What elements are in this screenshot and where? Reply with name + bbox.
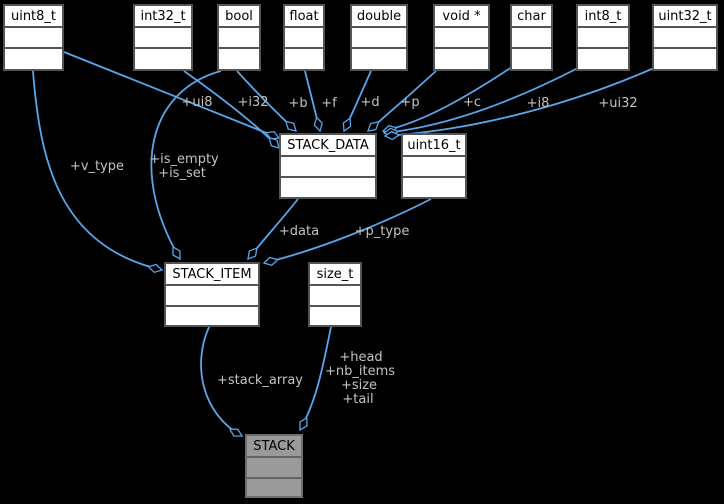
attributes-compartment	[578, 28, 628, 49]
class-node-float[interactable]: float	[283, 4, 325, 71]
edge-stack-fields	[299, 326, 332, 430]
attributes-compartment	[403, 157, 465, 178]
attributes-compartment	[281, 157, 375, 178]
class-title: STACK_ITEM	[166, 264, 258, 286]
methods-compartment	[435, 49, 488, 69]
class-node-uint8-t[interactable]: uint8_t	[3, 4, 64, 71]
methods-compartment	[219, 49, 259, 69]
edge-label-tail: +tail	[342, 392, 373, 407]
edge-data	[248, 198, 299, 259]
class-title: void *	[435, 6, 488, 28]
methods-compartment	[247, 479, 301, 496]
attributes-compartment	[310, 286, 360, 307]
edge-label-v-type: +v_type	[70, 159, 124, 174]
edge-label-nb-items: +nb_items	[325, 364, 395, 379]
edge-label-ui32: +ui32	[598, 96, 637, 111]
edge-p	[368, 70, 437, 131]
class-title: char	[512, 6, 551, 28]
methods-compartment	[281, 178, 375, 197]
edge-label-p-type: +p_type	[355, 224, 410, 239]
methods-compartment	[512, 49, 551, 69]
class-node-double[interactable]: double	[350, 4, 408, 71]
edge-d	[344, 70, 372, 131]
methods-compartment	[403, 178, 465, 197]
edge-label-f: +f	[321, 96, 337, 111]
attributes-compartment	[166, 286, 258, 307]
edge-b	[236, 70, 296, 131]
edge-label-i8: +i8	[527, 96, 550, 111]
class-node-stack-highlighted[interactable]: STACK	[245, 434, 303, 498]
edge-is-empty	[150, 70, 222, 259]
class-node-int8-t[interactable]: int8_t	[576, 4, 630, 71]
edge-label-data: +data	[279, 224, 319, 239]
methods-compartment	[654, 49, 716, 69]
methods-compartment	[578, 49, 628, 69]
class-title: float	[285, 6, 323, 28]
class-title: size_t	[310, 264, 360, 286]
edge-label-d: +d	[360, 95, 379, 110]
attributes-compartment	[435, 28, 488, 49]
class-node-bool[interactable]: bool	[217, 4, 261, 71]
edge-i8	[384, 67, 579, 133]
class-title: int8_t	[578, 6, 628, 28]
attributes-compartment	[285, 28, 323, 49]
edge-label-b: +b	[288, 96, 307, 111]
edge-label-is-empty: +is_empty	[149, 152, 219, 167]
edge-v-type	[32, 70, 162, 270]
class-node-stack-data[interactable]: STACK_DATA	[279, 133, 377, 199]
edge-label-i32: +i32	[237, 95, 268, 110]
edge-p-type	[264, 198, 432, 263]
attributes-compartment	[5, 28, 62, 49]
class-title: bool	[219, 6, 259, 28]
edge-label-size: +size	[341, 378, 377, 393]
class-title: uint16_t	[403, 135, 465, 157]
edge-label-p: +p	[400, 95, 419, 110]
methods-compartment	[285, 49, 323, 69]
edge-label-ui8: +ui8	[181, 95, 212, 110]
class-title: STACK_DATA	[281, 135, 375, 157]
attributes-compartment	[247, 458, 301, 479]
class-node-size-t[interactable]: size_t	[308, 262, 362, 327]
attributes-compartment	[512, 28, 551, 49]
class-node-void-ptr[interactable]: void *	[433, 4, 490, 71]
class-node-stack-item[interactable]: STACK_ITEM	[164, 262, 260, 327]
edge-f	[304, 70, 320, 131]
class-title: uint32_t	[654, 6, 716, 28]
edge-label-head: +head	[339, 350, 382, 365]
methods-compartment	[5, 49, 62, 69]
attributes-compartment	[352, 28, 406, 49]
edge-label-is-set: +is_set	[158, 166, 206, 181]
class-title: int32_t	[135, 6, 191, 28]
class-title: uint8_t	[5, 6, 62, 28]
class-node-int32-t[interactable]: int32_t	[133, 4, 193, 71]
attributes-compartment	[135, 28, 191, 49]
edge-c	[383, 66, 513, 131]
attributes-compartment	[654, 28, 716, 49]
methods-compartment	[166, 307, 258, 325]
class-node-uint16-t[interactable]: uint16_t	[401, 133, 467, 199]
edge-label-c: +c	[463, 95, 481, 110]
class-node-char[interactable]: char	[510, 4, 553, 71]
class-title: double	[352, 6, 406, 28]
edge-label-stack-array: +stack_array	[217, 373, 303, 388]
class-title: STACK	[247, 436, 301, 458]
methods-compartment	[310, 307, 360, 325]
edge-stack-array	[200, 326, 242, 437]
methods-compartment	[352, 49, 406, 69]
attributes-compartment	[219, 28, 259, 49]
class-node-uint32-t[interactable]: uint32_t	[652, 4, 718, 71]
methods-compartment	[135, 49, 191, 69]
